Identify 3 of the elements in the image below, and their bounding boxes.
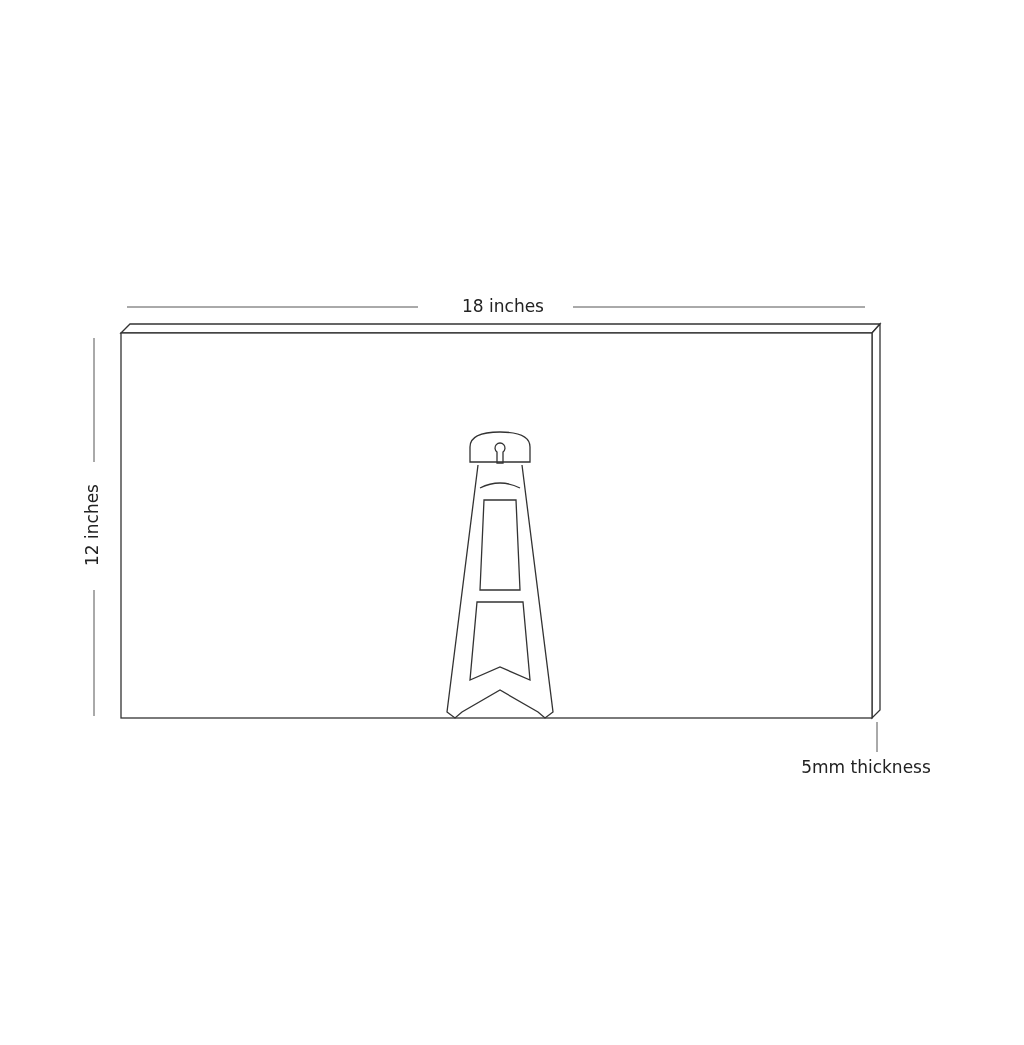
dimension-label: 12 inches — [82, 484, 102, 566]
dimension-label: 18 inches — [462, 296, 544, 316]
dimension-label: 5mm thickness — [801, 757, 931, 777]
